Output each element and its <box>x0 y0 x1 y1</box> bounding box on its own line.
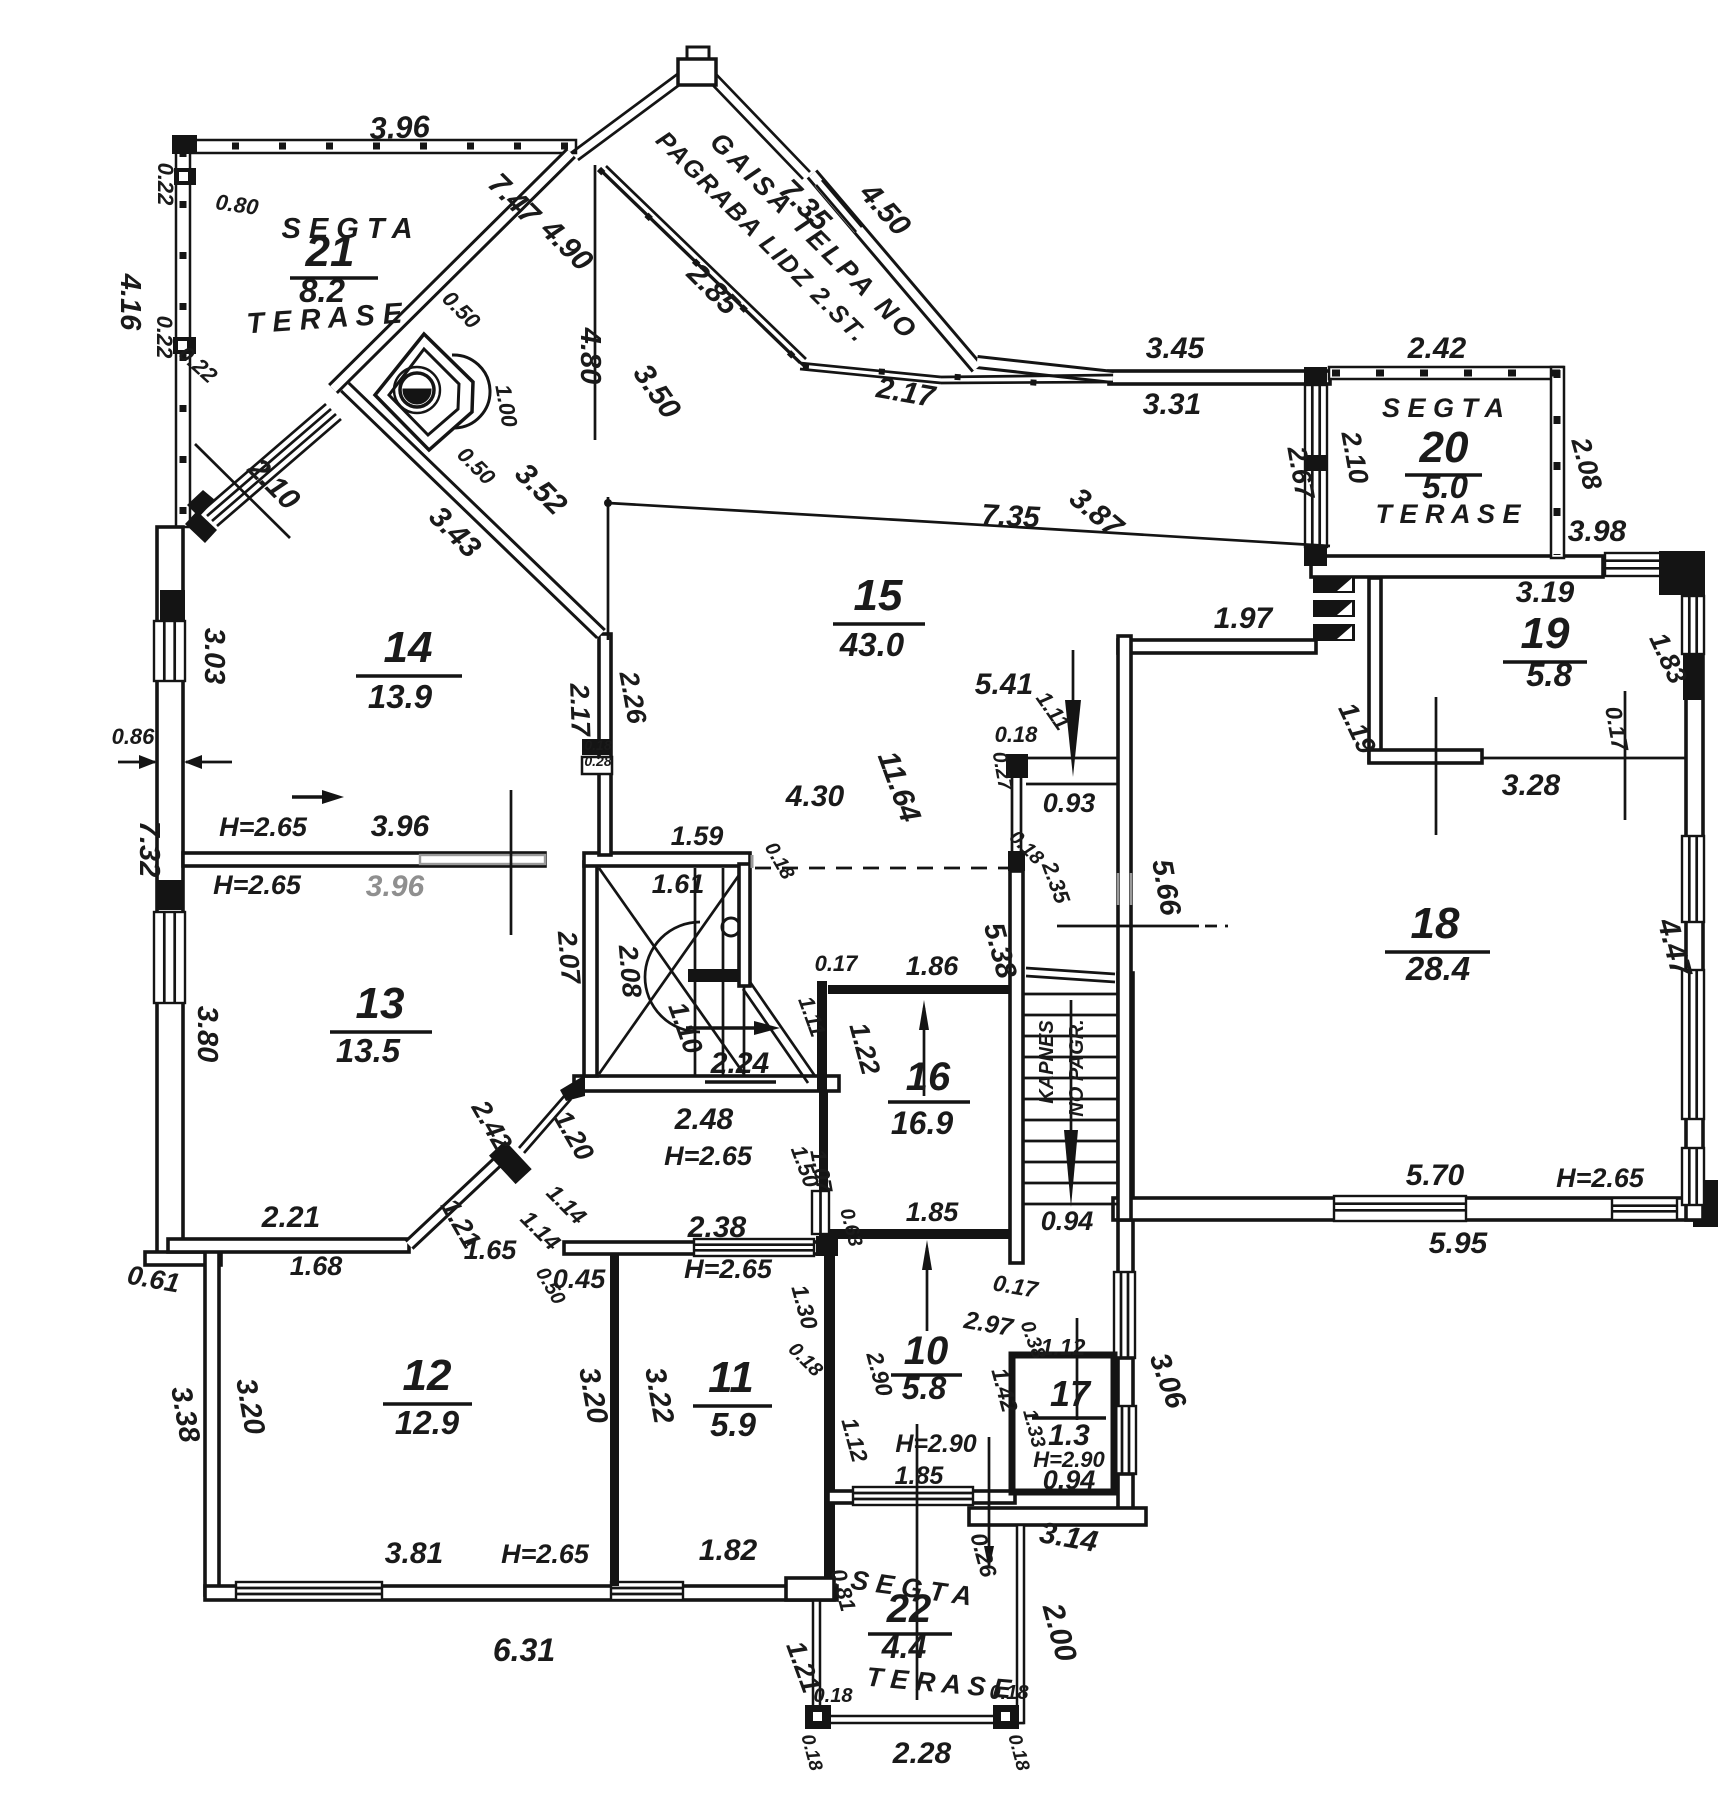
svg-text:2.42: 2.42 <box>1407 332 1467 365</box>
svg-text:2.28: 2.28 <box>892 1737 952 1770</box>
svg-text:0.18: 0.18 <box>995 722 1039 747</box>
svg-text:4.80: 4.80 <box>574 327 606 384</box>
svg-text:2.48: 2.48 <box>674 1103 734 1136</box>
svg-text:0.18: 0.18 <box>814 1685 854 1707</box>
svg-text:1.85: 1.85 <box>895 1462 945 1490</box>
svg-text:18: 18 <box>1411 899 1460 948</box>
svg-text:S E G T A: S E G T A <box>281 213 412 245</box>
svg-text:NO PAGR.: NO PAGR. <box>1066 1019 1088 1116</box>
svg-text:H=2.65: H=2.65 <box>501 1539 590 1569</box>
svg-text:2.21: 2.21 <box>261 1201 320 1234</box>
svg-text:5.8: 5.8 <box>1526 656 1573 693</box>
svg-text:1.85: 1.85 <box>906 1197 960 1227</box>
svg-text:22: 22 <box>886 1587 932 1631</box>
svg-text:1.86: 1.86 <box>906 951 960 981</box>
svg-text:0.86: 0.86 <box>112 724 156 749</box>
svg-text:1.65: 1.65 <box>464 1235 518 1265</box>
svg-text:0.94: 0.94 <box>1041 1206 1094 1236</box>
svg-text:KAPNES: KAPNES <box>1036 1020 1058 1104</box>
svg-text:7.35: 7.35 <box>980 499 1041 535</box>
svg-text:8.2: 8.2 <box>299 272 346 309</box>
svg-text:7.32: 7.32 <box>133 821 165 877</box>
svg-text:12: 12 <box>403 1351 452 1400</box>
svg-text:1.59: 1.59 <box>671 821 724 851</box>
svg-text:2.08: 2.08 <box>613 943 648 999</box>
svg-text:1.68: 1.68 <box>290 1251 343 1281</box>
svg-text:3.98: 3.98 <box>1568 515 1627 548</box>
svg-text:5.8: 5.8 <box>902 1370 947 1406</box>
svg-text:3.03: 3.03 <box>198 628 230 684</box>
svg-text:5.9: 5.9 <box>710 1406 757 1443</box>
svg-text:H=2.65: H=2.65 <box>684 1254 773 1284</box>
svg-text:H=2.65: H=2.65 <box>219 812 308 842</box>
svg-text:3.19: 3.19 <box>1516 576 1575 609</box>
svg-text:H=2.90: H=2.90 <box>895 1430 976 1458</box>
svg-text:10: 10 <box>904 1329 949 1373</box>
svg-text:5.41: 5.41 <box>975 668 1033 701</box>
svg-text:17: 17 <box>1050 1373 1092 1414</box>
svg-text:H=2.65: H=2.65 <box>664 1141 753 1171</box>
svg-text:16.9: 16.9 <box>891 1105 953 1141</box>
svg-text:15: 15 <box>854 571 903 620</box>
svg-text:1.3: 1.3 <box>1048 1419 1090 1452</box>
svg-text:4.16: 4.16 <box>114 273 146 331</box>
svg-text:0.18: 0.18 <box>990 1682 1030 1704</box>
svg-text:3.31: 3.31 <box>1143 388 1201 421</box>
svg-text:0.22: 0.22 <box>153 163 178 207</box>
svg-text:0.28: 0.28 <box>584 753 611 769</box>
svg-text:16: 16 <box>906 1055 951 1099</box>
svg-text:S E G T A: S E G T A <box>1382 393 1504 423</box>
svg-text:2.38: 2.38 <box>687 1211 747 1244</box>
svg-text:4.30: 4.30 <box>785 780 845 813</box>
svg-text:H=2.90: H=2.90 <box>1033 1447 1105 1472</box>
svg-text:19: 19 <box>1521 609 1570 658</box>
svg-text:11: 11 <box>708 1353 754 1402</box>
svg-text:13: 13 <box>356 979 405 1028</box>
svg-text:3.45: 3.45 <box>1146 332 1206 365</box>
svg-text:1.12: 1.12 <box>1041 1334 1086 1360</box>
svg-text:3.96: 3.96 <box>369 109 431 146</box>
svg-text:0.94: 0.94 <box>1043 1465 1096 1495</box>
svg-text:43.0: 43.0 <box>839 626 905 663</box>
svg-text:6.31: 6.31 <box>493 1632 555 1668</box>
svg-text:0.17: 0.17 <box>815 951 860 976</box>
svg-text:3.80: 3.80 <box>191 1006 223 1062</box>
svg-text:0.45: 0.45 <box>553 1264 607 1294</box>
svg-text:2.17: 2.17 <box>564 682 596 739</box>
svg-text:1.82: 1.82 <box>699 1534 758 1567</box>
svg-text:21: 21 <box>305 227 355 276</box>
svg-text:5.95: 5.95 <box>1429 1227 1489 1260</box>
svg-text:0.93: 0.93 <box>1043 788 1096 818</box>
svg-text:4.4: 4.4 <box>881 1629 927 1665</box>
svg-text:0.18: 0.18 <box>584 737 611 753</box>
svg-text:13.9: 13.9 <box>368 678 433 715</box>
svg-text:2.07: 2.07 <box>552 929 587 987</box>
svg-text:H=2.65: H=2.65 <box>1556 1163 1645 1193</box>
svg-text:3.28: 3.28 <box>1502 769 1561 802</box>
svg-text:1.97: 1.97 <box>1214 602 1274 635</box>
svg-text:3.96: 3.96 <box>366 870 425 903</box>
svg-text:1.61: 1.61 <box>652 869 705 899</box>
svg-text:0.22: 0.22 <box>152 316 177 360</box>
svg-text:13.5: 13.5 <box>336 1032 401 1069</box>
svg-text:3.96: 3.96 <box>371 810 430 843</box>
svg-text:3.81: 3.81 <box>385 1537 443 1570</box>
svg-text:H=2.65: H=2.65 <box>213 870 302 900</box>
svg-text:0.80: 0.80 <box>214 189 261 220</box>
svg-text:12.9: 12.9 <box>395 1404 460 1441</box>
svg-text:28.4: 28.4 <box>1405 950 1470 987</box>
svg-text:14: 14 <box>384 623 433 672</box>
svg-text:5.0: 5.0 <box>1422 468 1469 505</box>
svg-text:20: 20 <box>1419 423 1469 472</box>
svg-text:T E R A S E: T E R A S E <box>1375 499 1521 529</box>
svg-text:2.24: 2.24 <box>710 1047 770 1080</box>
svg-text:5.70: 5.70 <box>1406 1159 1465 1192</box>
